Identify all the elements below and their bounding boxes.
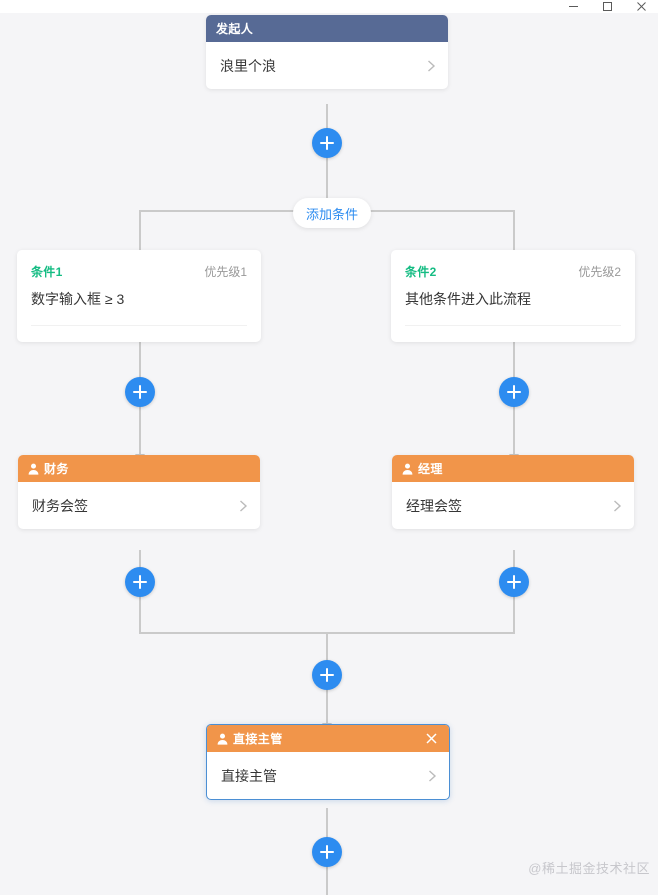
user-icon: [402, 463, 413, 475]
node-condition-1-expression: 数字输入框 ≥ 3: [31, 291, 125, 307]
node-approver-finance[interactable]: 财务 财务会签: [18, 455, 260, 529]
user-icon: [217, 733, 228, 745]
node-condition-2-top: 条件2 优先级2: [391, 250, 635, 280]
node-approver-finance-name: 财务会签: [32, 497, 88, 514]
connector-branch-right-drop: [513, 210, 515, 250]
add-node-branch-right-top[interactable]: [499, 377, 529, 407]
add-node-branch-right-bottom[interactable]: [499, 567, 529, 597]
node-initiator-body[interactable]: 浪里个浪: [206, 42, 448, 89]
add-node-after-initiator[interactable]: [312, 128, 342, 158]
chevron-right-icon: [239, 499, 248, 513]
node-condition-1-priority: 优先级1: [204, 265, 247, 279]
node-approver-manager-header-label: 经理: [418, 462, 443, 476]
node-condition-1[interactable]: 条件1 优先级1 数字输入框 ≥ 3: [17, 250, 261, 342]
add-condition-button[interactable]: 添加条件: [293, 198, 372, 228]
user-icon: [28, 463, 39, 475]
node-approver-direct-supervisor-body[interactable]: 直接主管: [207, 752, 449, 799]
node-initiator-header: 发起人: [206, 15, 448, 42]
workflow-canvas: 发起人 浪里个浪 添加条件 条件1 优先级1 数字输入框 ≥ 3 条件2 优先级…: [0, 13, 658, 895]
close-icon[interactable]: [423, 731, 439, 747]
divider: [31, 325, 247, 326]
chevron-right-icon: [428, 769, 437, 783]
add-node-branch-left-bottom[interactable]: [125, 567, 155, 597]
node-initiator-header-label: 发起人: [216, 22, 254, 36]
node-condition-2[interactable]: 条件2 优先级2 其他条件进入此流程: [391, 250, 635, 342]
node-approver-finance-body[interactable]: 财务会签: [18, 482, 260, 529]
node-approver-manager-name: 经理会签: [406, 497, 462, 514]
node-approver-direct-supervisor-name: 直接主管: [221, 767, 277, 784]
node-approver-direct-supervisor-header-label: 直接主管: [233, 732, 283, 746]
minimize-button[interactable]: [556, 0, 590, 13]
node-approver-manager[interactable]: 经理 经理会签: [392, 455, 634, 529]
node-approver-direct-supervisor-header: 直接主管: [207, 725, 449, 752]
node-approver-finance-header: 财务: [18, 455, 260, 482]
node-approver-direct-supervisor[interactable]: 直接主管 直接主管: [206, 724, 450, 800]
window-titlebar: [0, 0, 658, 13]
node-initiator-name: 浪里个浪: [220, 57, 276, 74]
node-initiator[interactable]: 发起人 浪里个浪: [206, 15, 448, 89]
add-node-branch-left-top[interactable]: [125, 377, 155, 407]
maximize-button[interactable]: [590, 0, 624, 13]
node-condition-1-label: 条件1: [31, 265, 63, 279]
chevron-right-icon: [427, 59, 436, 73]
add-node-after-final[interactable]: [312, 837, 342, 867]
watermark: @稀土掘金技术社区: [528, 861, 650, 876]
node-condition-1-top: 条件1 优先级1: [17, 250, 261, 280]
node-condition-2-expression: 其他条件进入此流程: [405, 291, 531, 307]
add-condition-label: 添加条件: [306, 206, 359, 222]
add-node-after-merge[interactable]: [312, 660, 342, 690]
node-condition-2-priority: 优先级2: [578, 265, 621, 279]
chevron-right-icon: [613, 499, 622, 513]
close-button[interactable]: [624, 0, 658, 13]
node-condition-2-label: 条件2: [405, 265, 437, 279]
connector-branch-left-drop: [139, 210, 141, 250]
node-approver-manager-body[interactable]: 经理会签: [392, 482, 634, 529]
node-approver-manager-header: 经理: [392, 455, 634, 482]
node-approver-finance-header-label: 财务: [44, 462, 69, 476]
divider: [405, 325, 621, 326]
